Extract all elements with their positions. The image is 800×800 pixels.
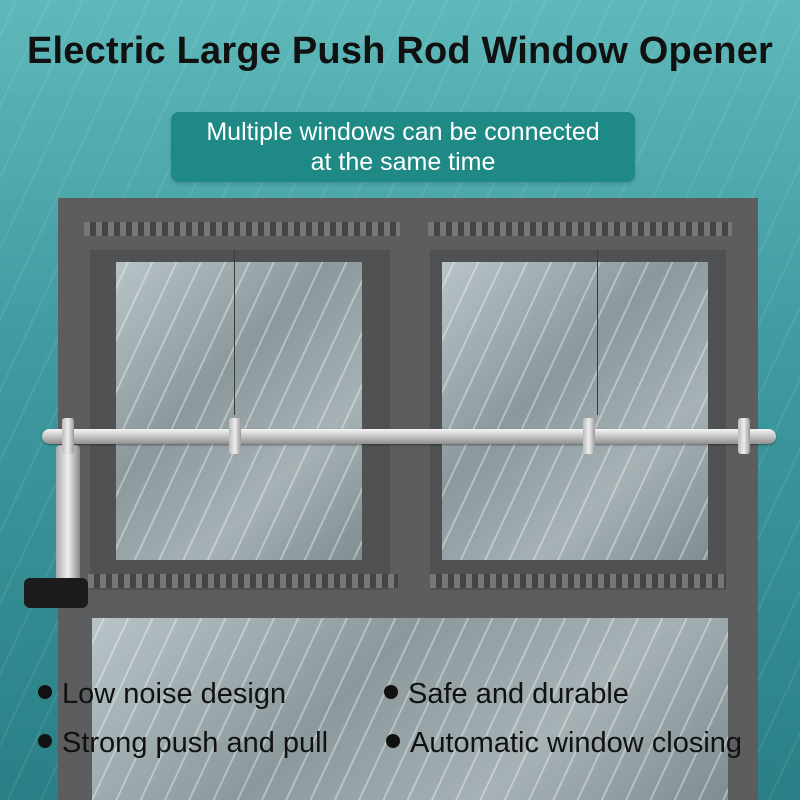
- chain-left: [234, 250, 235, 415]
- rod-bracket-right: [583, 418, 595, 454]
- sash-left: [90, 250, 390, 590]
- sash-right: [430, 250, 726, 590]
- glass-pane-lower: [92, 618, 728, 800]
- bottom-vent-left: [88, 574, 398, 588]
- top-vent-left: [84, 222, 400, 236]
- chain-right: [597, 250, 598, 415]
- glass-pane-right: [442, 262, 708, 560]
- top-vent-right: [428, 222, 732, 236]
- push-rod: [42, 429, 776, 444]
- badge-line-1: Multiple windows can be connected: [206, 118, 600, 146]
- badge-line-2: at the same time: [310, 148, 496, 176]
- bottom-vent-right: [430, 574, 726, 588]
- glass-pane-left: [116, 262, 362, 560]
- rod-end-bracket: [738, 418, 750, 454]
- rod-bracket-left: [229, 418, 241, 454]
- info-badge: Multiple windows can be connected at the…: [171, 112, 635, 182]
- motor-end-cap: [24, 578, 88, 608]
- window-frame: [58, 198, 758, 800]
- page-title: Electric Large Push Rod Window Opener: [26, 30, 774, 72]
- rod-start-bracket: [62, 418, 74, 454]
